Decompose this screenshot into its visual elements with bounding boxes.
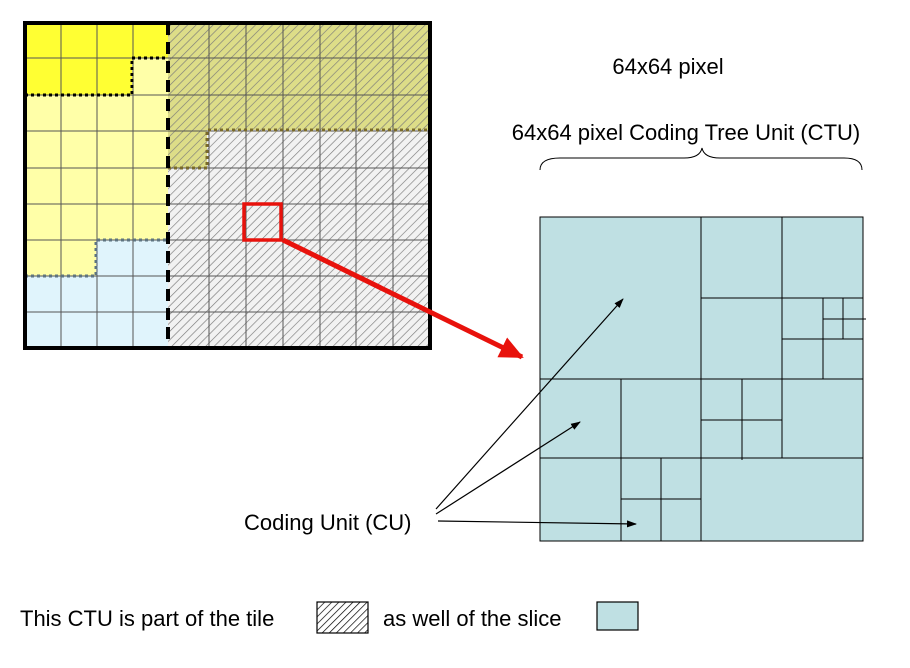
tile-hatching <box>168 23 430 348</box>
highlighted-ctu <box>242 202 283 242</box>
pixel-size-label: 64x64 pixel <box>612 54 723 79</box>
slice-boundary-1 <box>25 56 168 97</box>
picture-border <box>23 21 432 350</box>
cu-pointer-arrows <box>435 298 637 528</box>
coding-unit-label: Coding Unit (CU) <box>244 510 412 535</box>
ctu-width-brace <box>539 147 863 171</box>
ctu-grid-lines <box>25 23 430 348</box>
zoom-arrow <box>281 237 524 360</box>
caption-part2: as well of the slice <box>383 606 562 631</box>
cu-arrow-medium <box>435 421 581 515</box>
caption-part1: This CTU is part of the tile <box>20 606 274 631</box>
tile-legend-swatch <box>316 601 369 634</box>
cu-arrow-large <box>435 298 624 510</box>
ctu-title-label: 64x64 pixel Coding Tree Unit (CTU) <box>512 120 860 145</box>
ctu-quadtree <box>539 216 866 542</box>
cu-arrow-small <box>437 520 637 528</box>
slice-legend-swatch <box>596 601 639 631</box>
slice-boundary-3 <box>168 128 430 170</box>
picture-grid <box>23 21 432 350</box>
cu-partition-lines <box>540 217 866 541</box>
